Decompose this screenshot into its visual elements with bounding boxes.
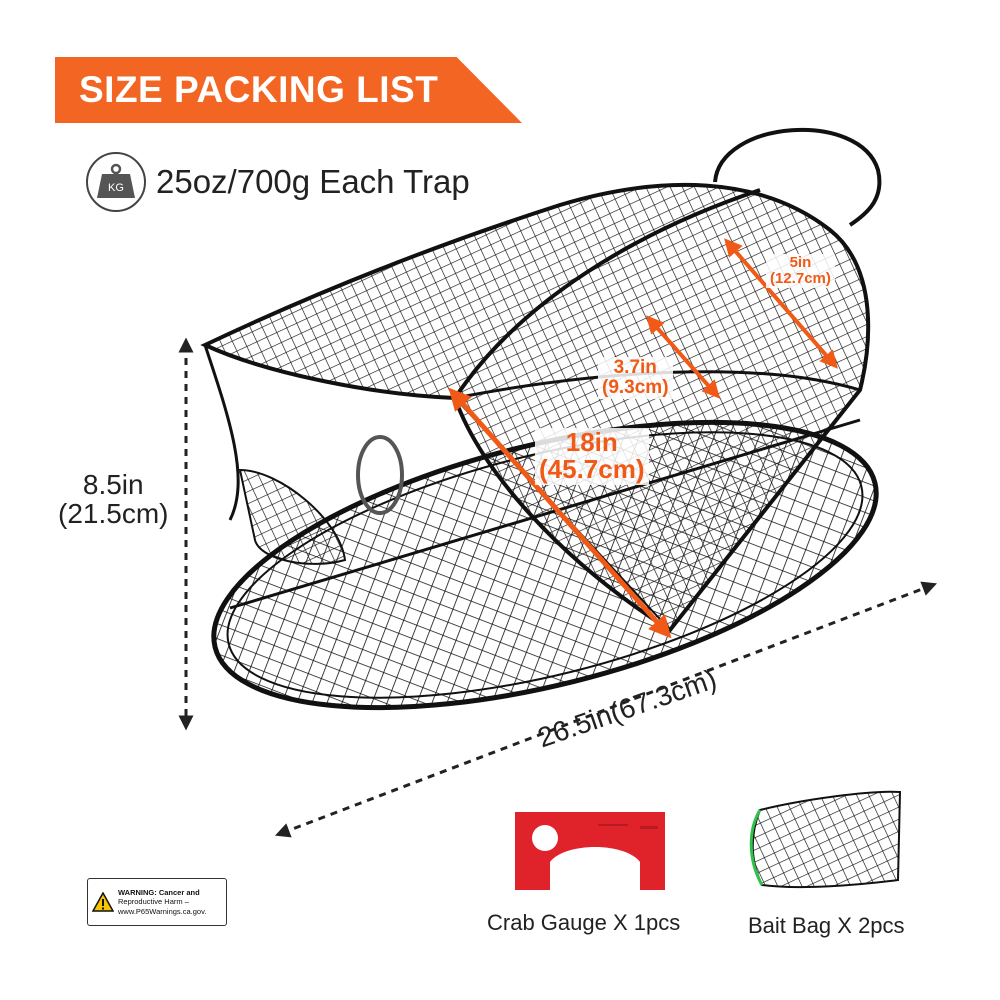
entrance-small-dimension: 3.7in (9.3cm) xyxy=(598,357,673,399)
diameter-metric: (45.7cm) xyxy=(539,454,645,485)
warning-text: WARNING: Cancer and Reproductive Harm – … xyxy=(118,888,206,916)
weight-row: KG 25oz/700g Each Trap xyxy=(86,150,470,214)
weight-kg-icon: KG xyxy=(86,152,146,212)
header-banner: SIZE PACKING LIST xyxy=(55,57,522,123)
warning-line3: www.P65Warnings.ca.gov. xyxy=(118,906,207,916)
warning-heading: WARNING: Cancer and xyxy=(118,887,200,897)
entrance-large-arrow xyxy=(724,238,838,369)
height-imperial: 8.5in xyxy=(82,469,144,500)
crab-gauge-label: Crab Gauge X 1pcs xyxy=(487,910,681,935)
entrance-small-imperial: 3.7in xyxy=(613,357,657,378)
warning-line2: Reproductive Harm – xyxy=(118,897,189,907)
diameter-imperial: 18in xyxy=(565,427,618,457)
warning-triangle-icon xyxy=(92,892,114,912)
weight-icon-label: KG xyxy=(108,182,124,194)
page-title: SIZE PACKING LIST xyxy=(79,69,439,110)
length-arrow xyxy=(274,581,938,838)
prop65-warning: WARNING: Cancer and Reproductive Harm – … xyxy=(87,878,227,926)
bait-bag-label: Bait Bag X 2pcs xyxy=(748,913,905,938)
height-metric: (21.5cm) xyxy=(58,498,169,530)
crab-gauge-icon xyxy=(515,812,665,890)
entrance-small-metric: (9.3cm) xyxy=(602,376,669,398)
weight-text: 25oz/700g Each Trap xyxy=(156,163,470,200)
bait-bag-icon xyxy=(749,790,902,889)
entrance-large-metric: (12.7cm) xyxy=(770,269,831,287)
entrance-small-arrow xyxy=(646,315,720,399)
diameter-arrow xyxy=(448,387,672,639)
diameter-dimension: 18in (45.7cm) xyxy=(535,428,649,485)
entrance-large-imperial: 5in xyxy=(789,254,812,271)
height-dimension: 8.5in (21.5cm) xyxy=(58,470,168,529)
entrance-large-dimension: 5in (12.7cm) xyxy=(766,254,835,288)
